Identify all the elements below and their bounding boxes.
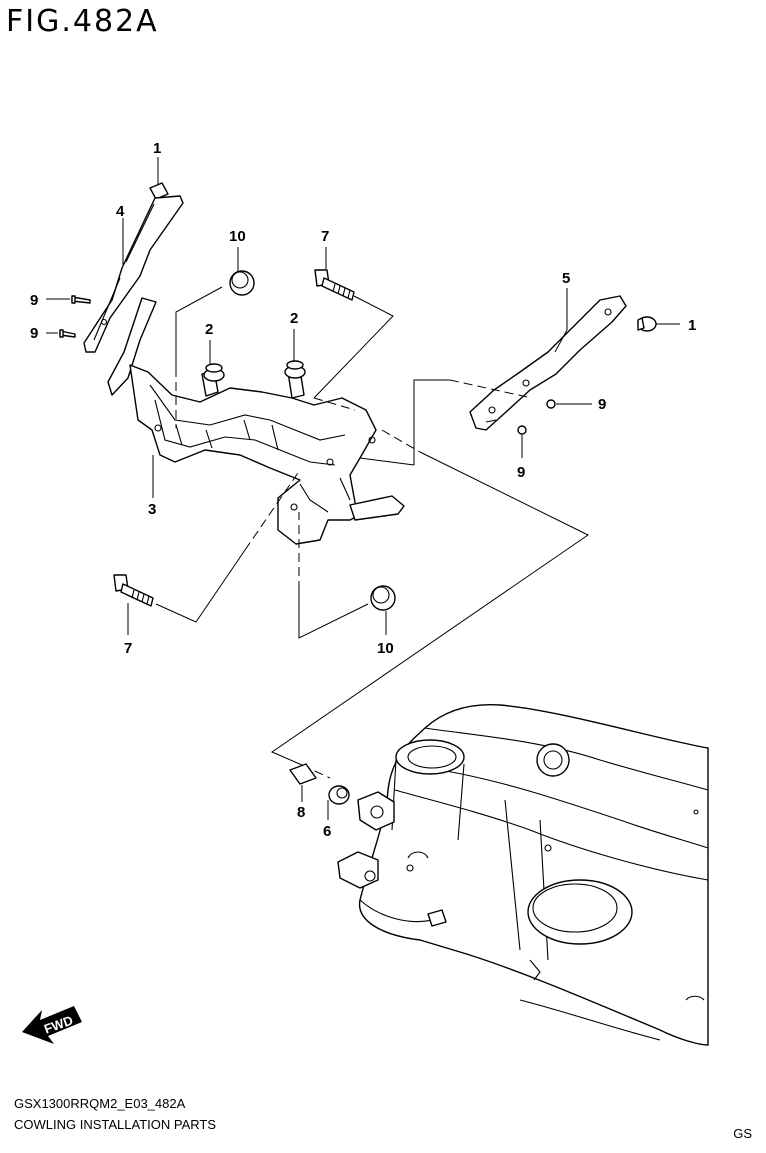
part-9-screw-a: [46, 295, 91, 304]
part-7-bolt-top: [313, 247, 394, 411]
callout-part-5: 5: [562, 270, 570, 287]
callout-part-10-bottom: 10: [377, 640, 394, 657]
model-code: GSX1300RRQM2_E03_482A: [14, 1096, 186, 1111]
part-2-grommet-left: [203, 340, 225, 382]
fwd-label: FWD: [42, 1012, 75, 1036]
section-name: COWLING INSTALLATION PARTS: [14, 1117, 217, 1132]
callout-part-9-a: 9: [30, 292, 38, 309]
part-8-collar: [289, 763, 317, 802]
part-2-grommet-right: [284, 329, 306, 379]
callout-part-6: 6: [323, 823, 331, 840]
callout-part-2-left: 2: [205, 321, 213, 338]
part-10-plug-top: [175, 247, 255, 428]
part-1-clip-top: [149, 157, 169, 200]
callout-part-4: 4: [116, 203, 125, 220]
part-10-plug-bottom: [298, 512, 396, 639]
callout-part-9-d: 9: [517, 464, 525, 481]
callout-part-7-top: 7: [321, 228, 329, 245]
callout-part-2-right: 2: [290, 310, 298, 327]
callout-part-3: 3: [148, 501, 156, 518]
callout-part-10-top: 10: [229, 228, 246, 245]
part-1-clip-right: [637, 316, 680, 332]
callout-part-7-bottom: 7: [124, 640, 132, 657]
reference-lines: [270, 379, 589, 779]
callout-part-1-right: 1: [688, 317, 696, 334]
region-code: GS: [733, 1126, 752, 1141]
callout-part-9-b: 9: [30, 325, 38, 342]
part-9-nut-d: [517, 425, 527, 458]
part-9-nut-c: [546, 399, 592, 409]
part-4-bracket: [83, 195, 184, 353]
callout-part-8: 8: [297, 804, 305, 821]
part-7-bolt-bottom: [113, 469, 301, 635]
fwd-arrow-icon: FWD: [22, 1006, 82, 1044]
figure-title: FIG.482A: [6, 4, 159, 39]
part-6-nut: [327, 785, 350, 820]
callout-part-9-c: 9: [598, 396, 606, 413]
callout-part-1-top: 1: [153, 140, 161, 157]
frame-housing: [337, 703, 709, 1046]
part-9-screw-b: [46, 329, 76, 338]
part-3-cowling-bracket: [107, 297, 405, 545]
part-5-side-bracket: [469, 288, 627, 431]
